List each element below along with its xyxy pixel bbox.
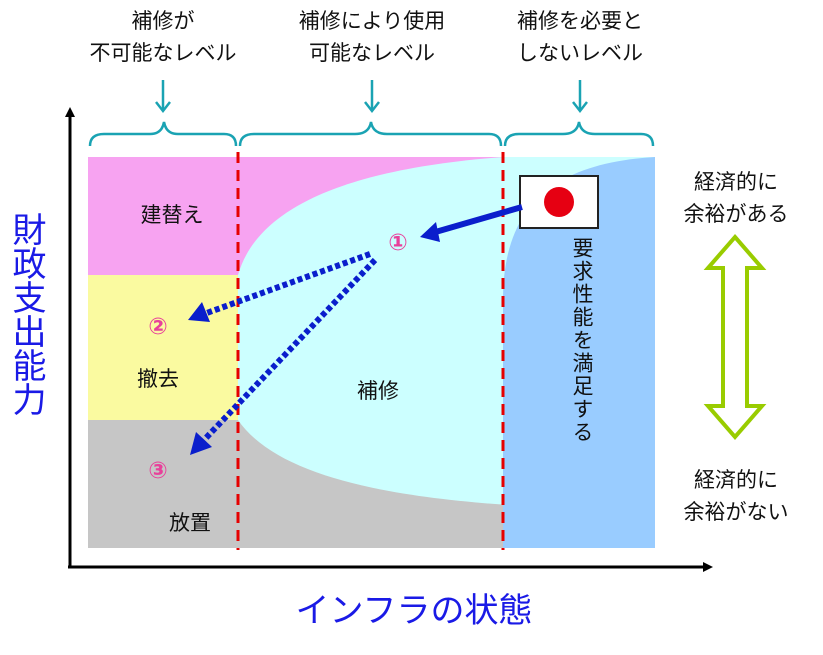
header-arrow-3 [572,80,588,114]
label-meets-performance: 要求性能を満足する [570,237,594,444]
side-bottom-line2: 余裕がない [684,500,789,524]
arrow-flag-to-1 [420,204,523,242]
brace-right [503,121,655,147]
side-top-line2: 余裕がある [684,202,789,226]
marker-2: ② [148,314,167,340]
region-meets-bg [503,157,655,548]
label-repair: 補修 [357,379,399,403]
y-axis-label: 財政支出能力 [6,212,46,416]
header-col3-line1: 補修を必要と [517,9,643,33]
marker-1: ① [388,230,407,256]
header-arrow-2 [364,80,380,114]
label-rebuild: 建替え [141,203,204,227]
japan-flag-icon [519,175,599,229]
region-removal-bg [88,275,238,420]
label-neglect: 放置 [169,511,211,535]
brace-left [88,121,238,147]
header-col2-line1: 補修により使用 [299,9,446,33]
header-col2-line2: 可能なレベル [309,41,435,65]
side-bottom-line1: 経済的に [694,468,778,492]
header-col1-line1: 補修が [132,9,195,33]
header-arrow-1 [155,80,171,114]
header-col1-line2: 不可能なレベル [90,41,237,65]
label-removal: 撤去 [137,367,179,391]
double-arrow-icon [703,233,767,441]
x-axis-label: インフラの状態 [296,591,533,631]
header-col3-line2: しないレベル [517,41,643,65]
arrow-1-to-2 [188,251,372,322]
side-top-line1: 経済的に [694,170,778,194]
marker-3: ③ [148,458,167,484]
brace-middle [238,121,503,147]
arrow-1-to-3 [190,257,378,455]
